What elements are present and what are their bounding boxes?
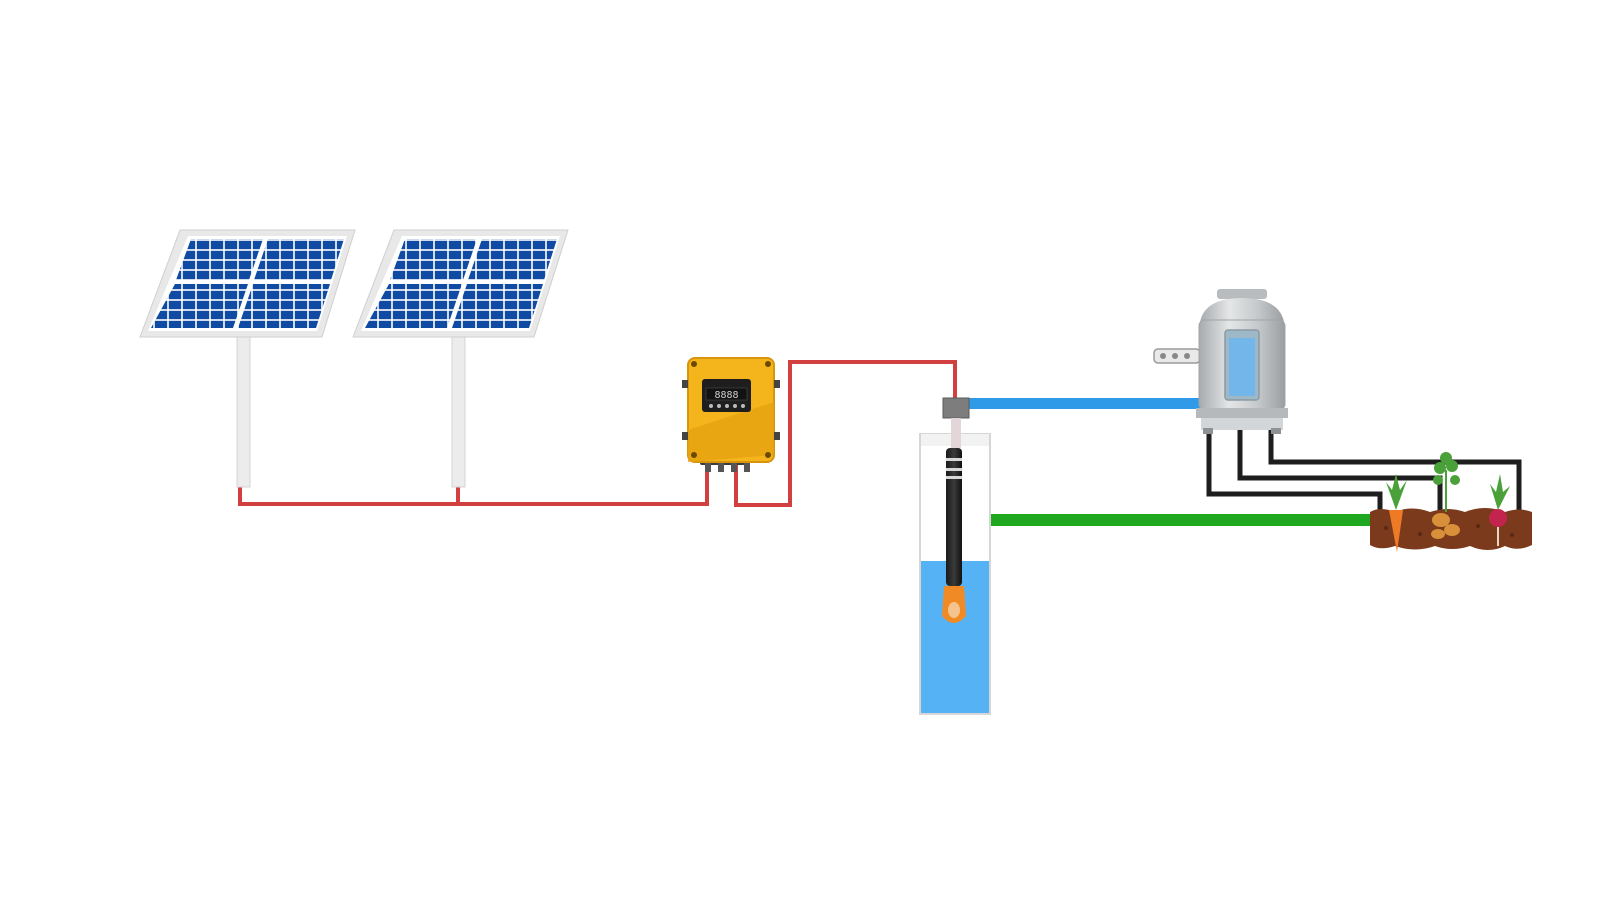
controller-display: 8888: [714, 390, 738, 401]
solar-panel-1: [139, 229, 356, 488]
controller-box-icon: 8888: [682, 357, 780, 472]
return-pipe: [988, 514, 1370, 526]
solar-panel-icon: [352, 229, 569, 488]
water-tank: [1153, 289, 1288, 434]
pump-icon: [942, 586, 966, 623]
solar-panel-2: [352, 229, 569, 488]
tank-icon: [1153, 289, 1288, 434]
drip-lines: [1206, 428, 1522, 512]
power-cable: [238, 360, 957, 507]
vegetables-icon: [1370, 452, 1532, 552]
solar-panel-icon: [139, 229, 356, 488]
borehole-well: [919, 397, 991, 715]
pump-controller: 8888: [682, 357, 780, 472]
crop-field: [1370, 452, 1532, 552]
feed-pipe: [965, 398, 1201, 409]
